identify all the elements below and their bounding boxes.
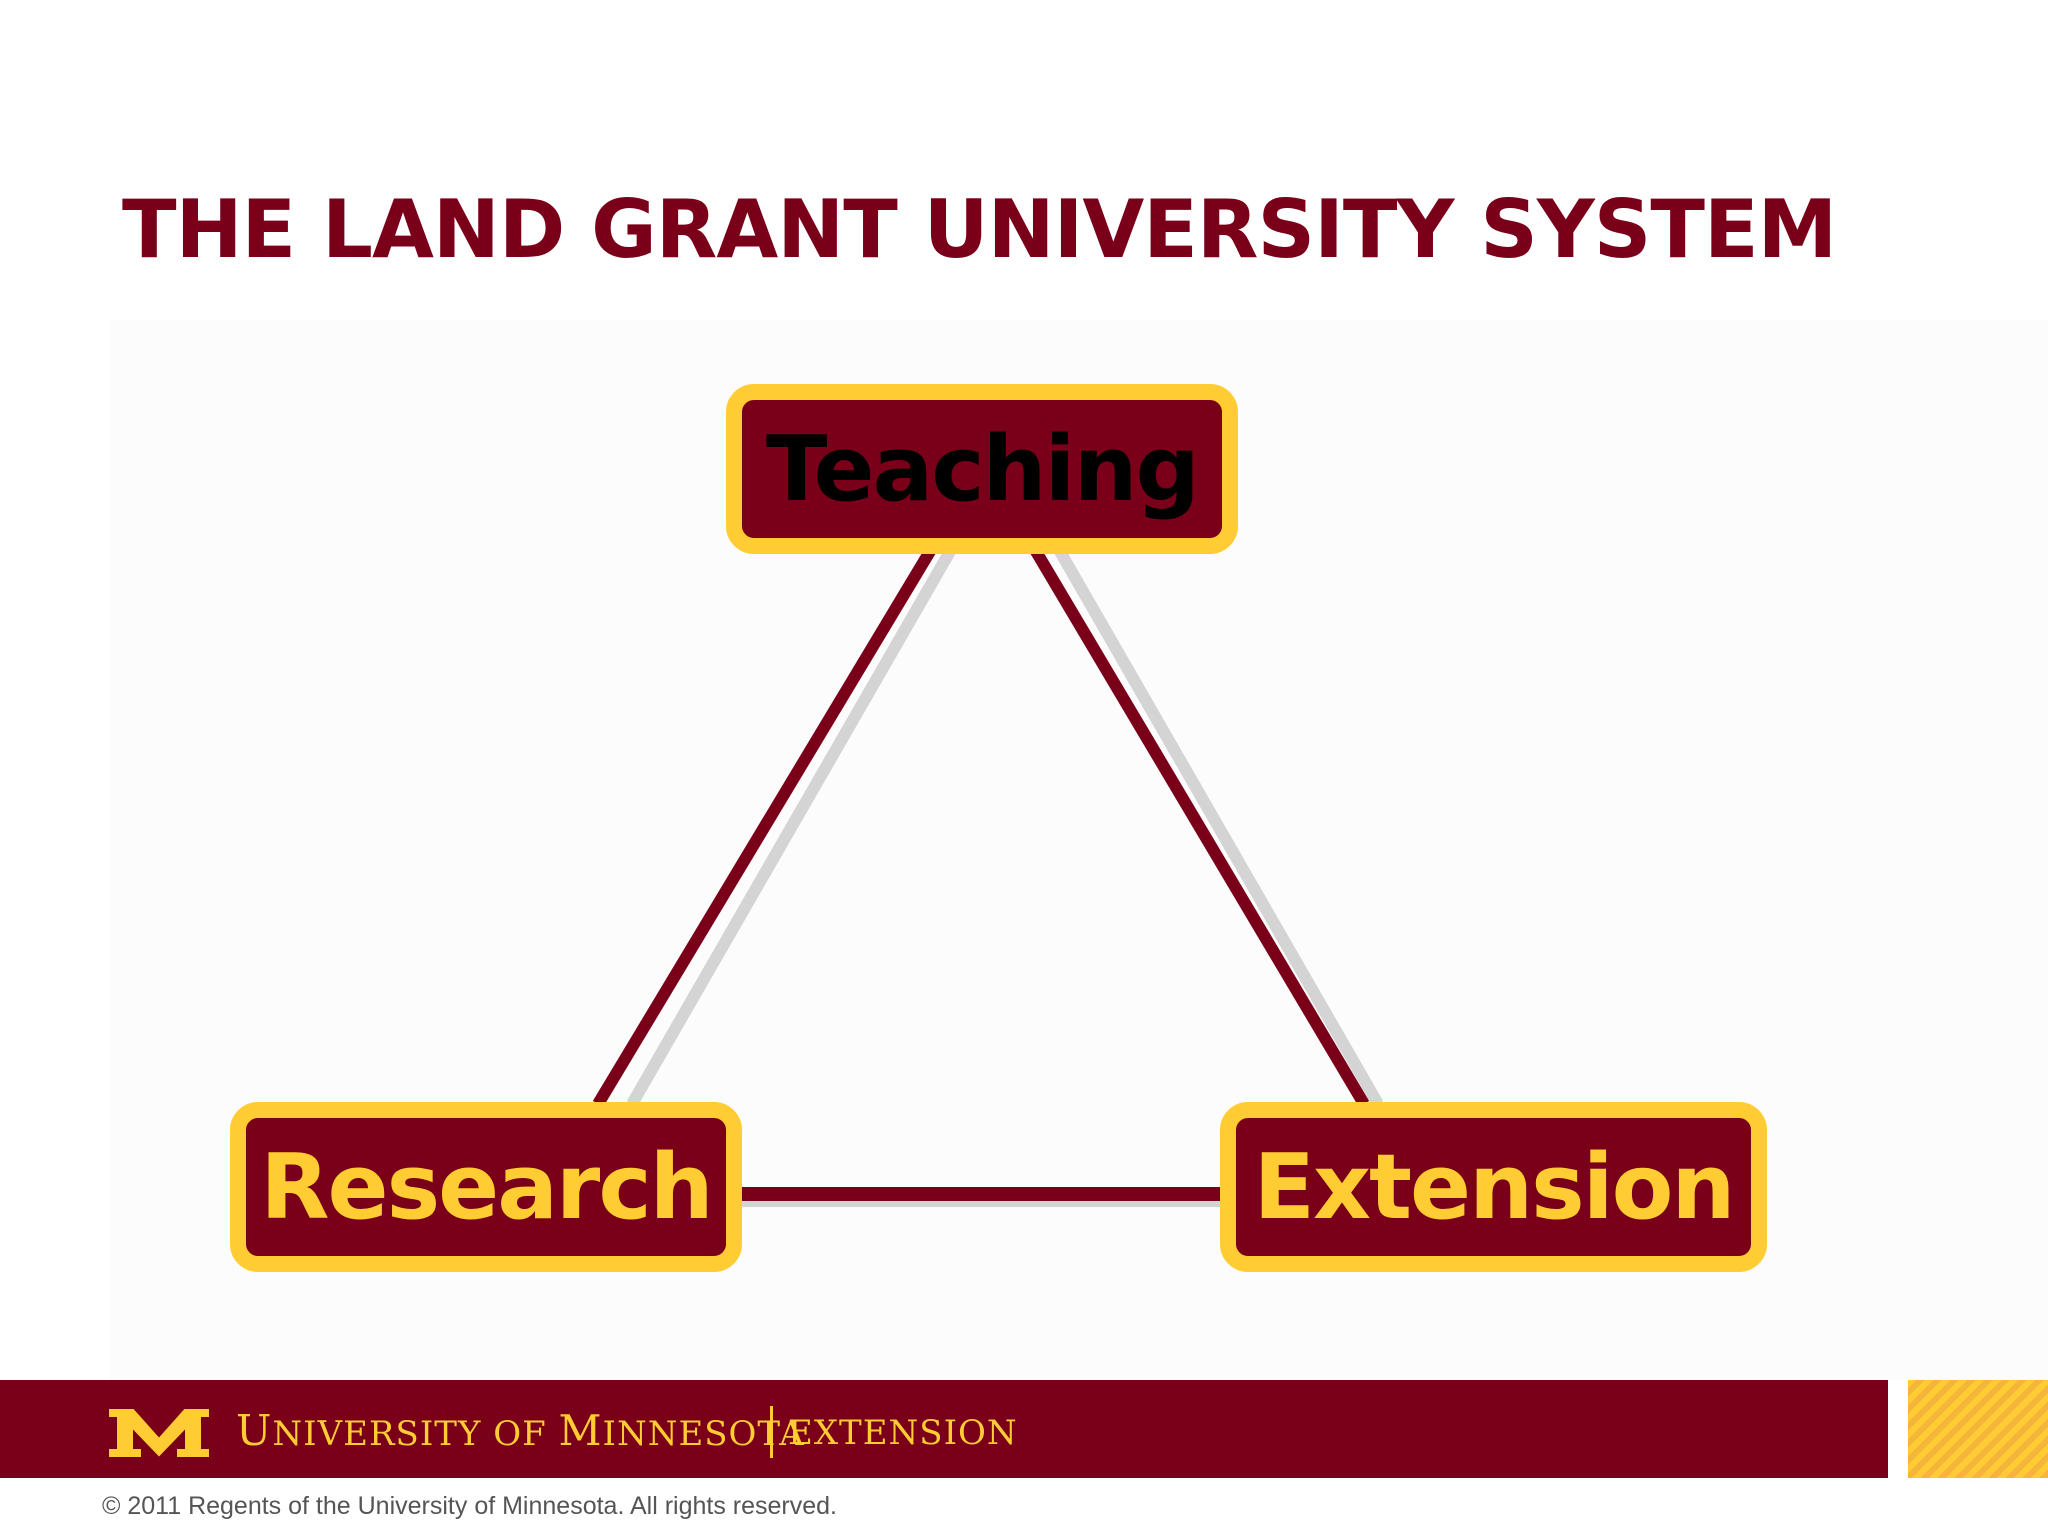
connector-shadow-teaching-research (626, 545, 958, 1107)
footer-bar (0, 1380, 1888, 1478)
connector-shadow-teaching-extension (1052, 545, 1384, 1107)
brand-separator (770, 1406, 773, 1458)
brand-rest-university: NIVERSITY OF (272, 1414, 559, 1454)
brand-initial-u: U (236, 1406, 273, 1455)
node-research: Research (230, 1102, 742, 1272)
slide-title: THE LAND GRANT UNIVERSITY SYSTEM (122, 183, 1837, 276)
brand-university-name: UNIVERSITY OF MINNESOTA (236, 1410, 805, 1452)
connector-teaching-extension (1028, 544, 1370, 1108)
connector-teaching-research (592, 544, 938, 1108)
brand-division: EXTENSION (788, 1413, 1018, 1453)
node-extension: Extension (1220, 1102, 1767, 1272)
university-m-logo-icon (107, 1407, 211, 1460)
footer-stripe-decoration (1908, 1380, 2048, 1478)
node-teaching: Teaching (726, 384, 1238, 554)
copyright-text: © 2011 Regents of the University of Minn… (102, 1492, 837, 1520)
brand-rest-minnesota: INNESOTA (602, 1414, 805, 1454)
brand-initial-m: M (558, 1406, 603, 1455)
